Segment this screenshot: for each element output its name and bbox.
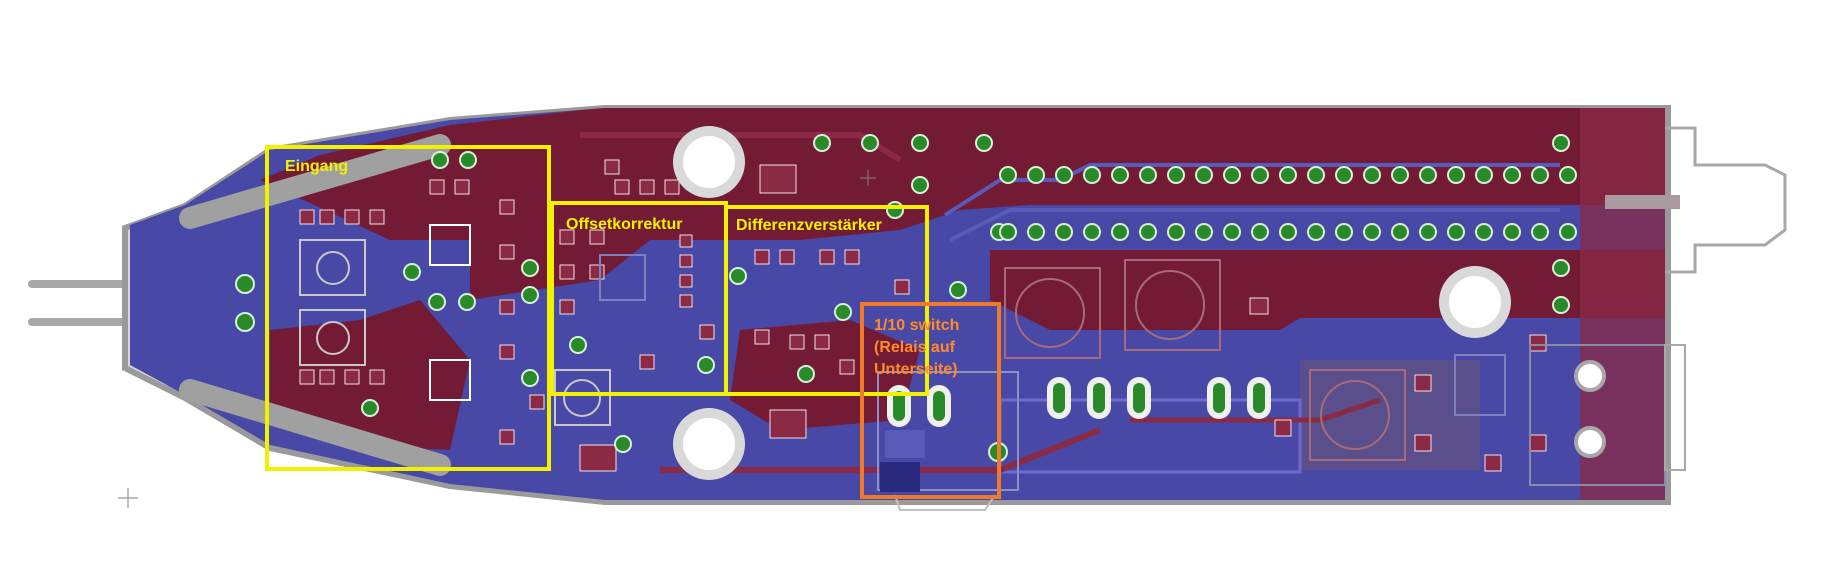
via-pads xyxy=(235,134,1577,462)
board-slots xyxy=(179,134,451,476)
mounting-holes xyxy=(673,126,1511,480)
copper-layers xyxy=(130,108,1665,500)
label-switch-line-1: 1/10 switch xyxy=(874,317,960,334)
right-connector xyxy=(1529,126,1787,486)
region-box-eingang xyxy=(265,145,551,471)
region-box-switch xyxy=(860,302,1001,499)
label-switch-line-3: Unterseite) xyxy=(874,361,958,378)
label-eingang: Eingang xyxy=(285,158,349,175)
smd-pads xyxy=(299,159,1547,472)
label-offsetkorrektur: Offsetkorrektur xyxy=(566,216,683,233)
connector-pads xyxy=(887,377,1271,427)
trimmers xyxy=(299,224,1506,461)
region-boxes xyxy=(265,145,1001,499)
region-box-differenzverstaerker xyxy=(724,205,929,396)
label-differenzverstaerker: Differenzverstärker xyxy=(736,217,882,234)
label-switch-line-2: (Relais auf xyxy=(874,339,955,356)
relay-footprint xyxy=(877,371,1019,511)
origin-marker xyxy=(118,170,876,508)
